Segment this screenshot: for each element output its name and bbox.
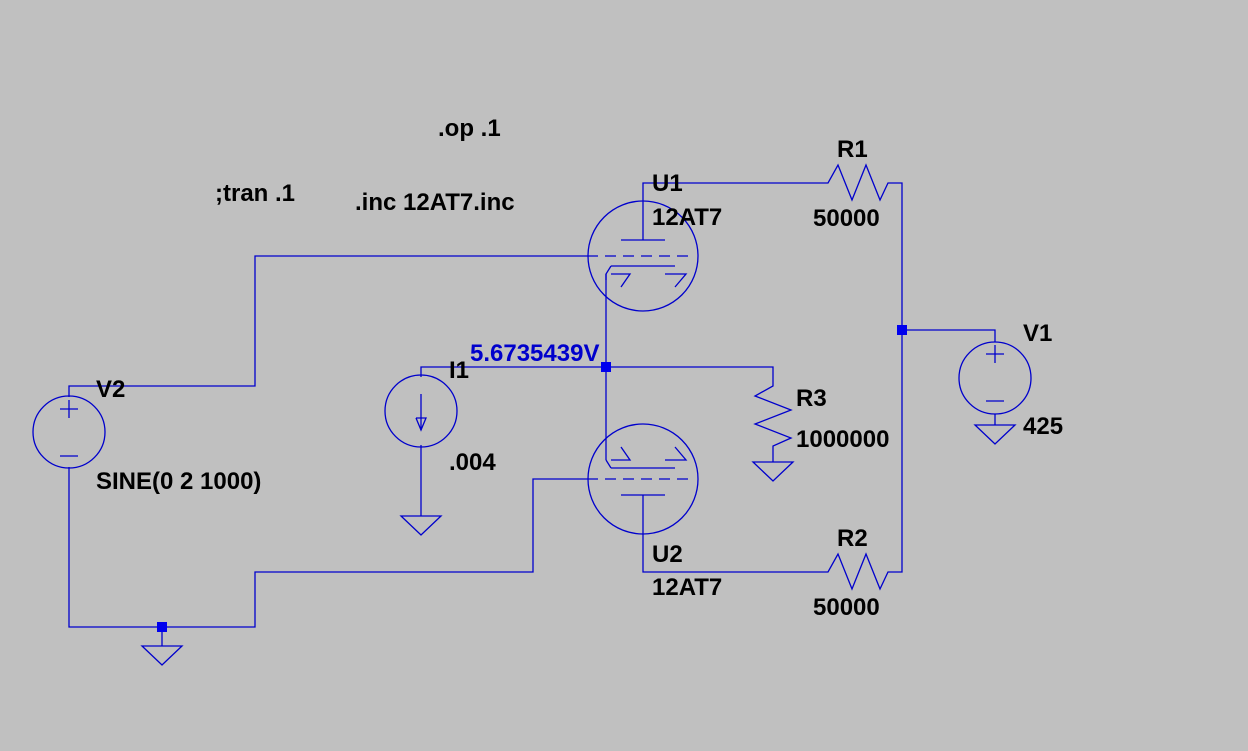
ground-icon-main xyxy=(140,645,184,666)
v2-name: V2 xyxy=(96,376,125,403)
i1-name: I1 xyxy=(449,357,469,384)
v2-value: SINE(0 2 1000) xyxy=(96,468,261,495)
wire-node-to-i1[interactable] xyxy=(420,366,606,377)
wire-rail-to-v1[interactable] xyxy=(902,329,996,342)
r1-name: R1 xyxy=(837,136,868,163)
r3-value: 1000000 xyxy=(796,426,889,453)
ground-icon-r3 xyxy=(751,461,795,482)
directive-tran[interactable]: ;tran .1 xyxy=(215,180,295,207)
wire-r1-to-rail[interactable] xyxy=(895,182,903,573)
node-voltage-probe: 5.6735439V xyxy=(470,340,599,367)
u2-model: 12AT7 xyxy=(652,574,722,601)
i1-value: .004 xyxy=(449,449,496,476)
tube-u2[interactable] xyxy=(587,423,699,535)
wire-v2-to-u1-grid[interactable] xyxy=(68,255,587,397)
u1-model: 12AT7 xyxy=(652,204,722,231)
tube-u1[interactable] xyxy=(587,200,699,312)
wire-u1-plate-to-r1[interactable] xyxy=(642,182,819,240)
r2-name: R2 xyxy=(837,525,868,552)
resistor-r3[interactable] xyxy=(753,377,793,455)
r3-name: R3 xyxy=(796,385,827,412)
r2-value: 50000 xyxy=(813,594,880,621)
junction-dot-rail xyxy=(897,325,907,335)
junction-dot-mid xyxy=(601,362,611,372)
resistor-r1[interactable] xyxy=(819,163,895,202)
ground-icon-v1 xyxy=(973,424,1017,445)
voltage-source-v1[interactable] xyxy=(958,341,1032,415)
directive-include[interactable]: .inc 12AT7.inc xyxy=(355,189,515,216)
v1-value: 425 xyxy=(1023,413,1063,440)
wire-ground-to-u2-grid[interactable] xyxy=(162,478,587,628)
u1-name: U1 xyxy=(652,170,683,197)
resistor-r2[interactable] xyxy=(819,552,895,591)
current-source-i1[interactable] xyxy=(384,374,458,448)
ground-icon-i1 xyxy=(399,515,443,536)
wire-v2-to-ground[interactable] xyxy=(68,467,162,628)
wire-node-to-r3[interactable] xyxy=(606,366,774,377)
v1-name: V1 xyxy=(1023,320,1052,347)
junction-dot-ground xyxy=(157,622,167,632)
wires xyxy=(68,182,996,646)
directive-op[interactable]: .op .1 xyxy=(438,115,501,142)
u2-name: U2 xyxy=(652,541,683,568)
r1-value: 50000 xyxy=(813,205,880,232)
voltage-source-v2[interactable] xyxy=(32,395,106,469)
wire-u2-plate-to-r2[interactable] xyxy=(642,505,819,573)
